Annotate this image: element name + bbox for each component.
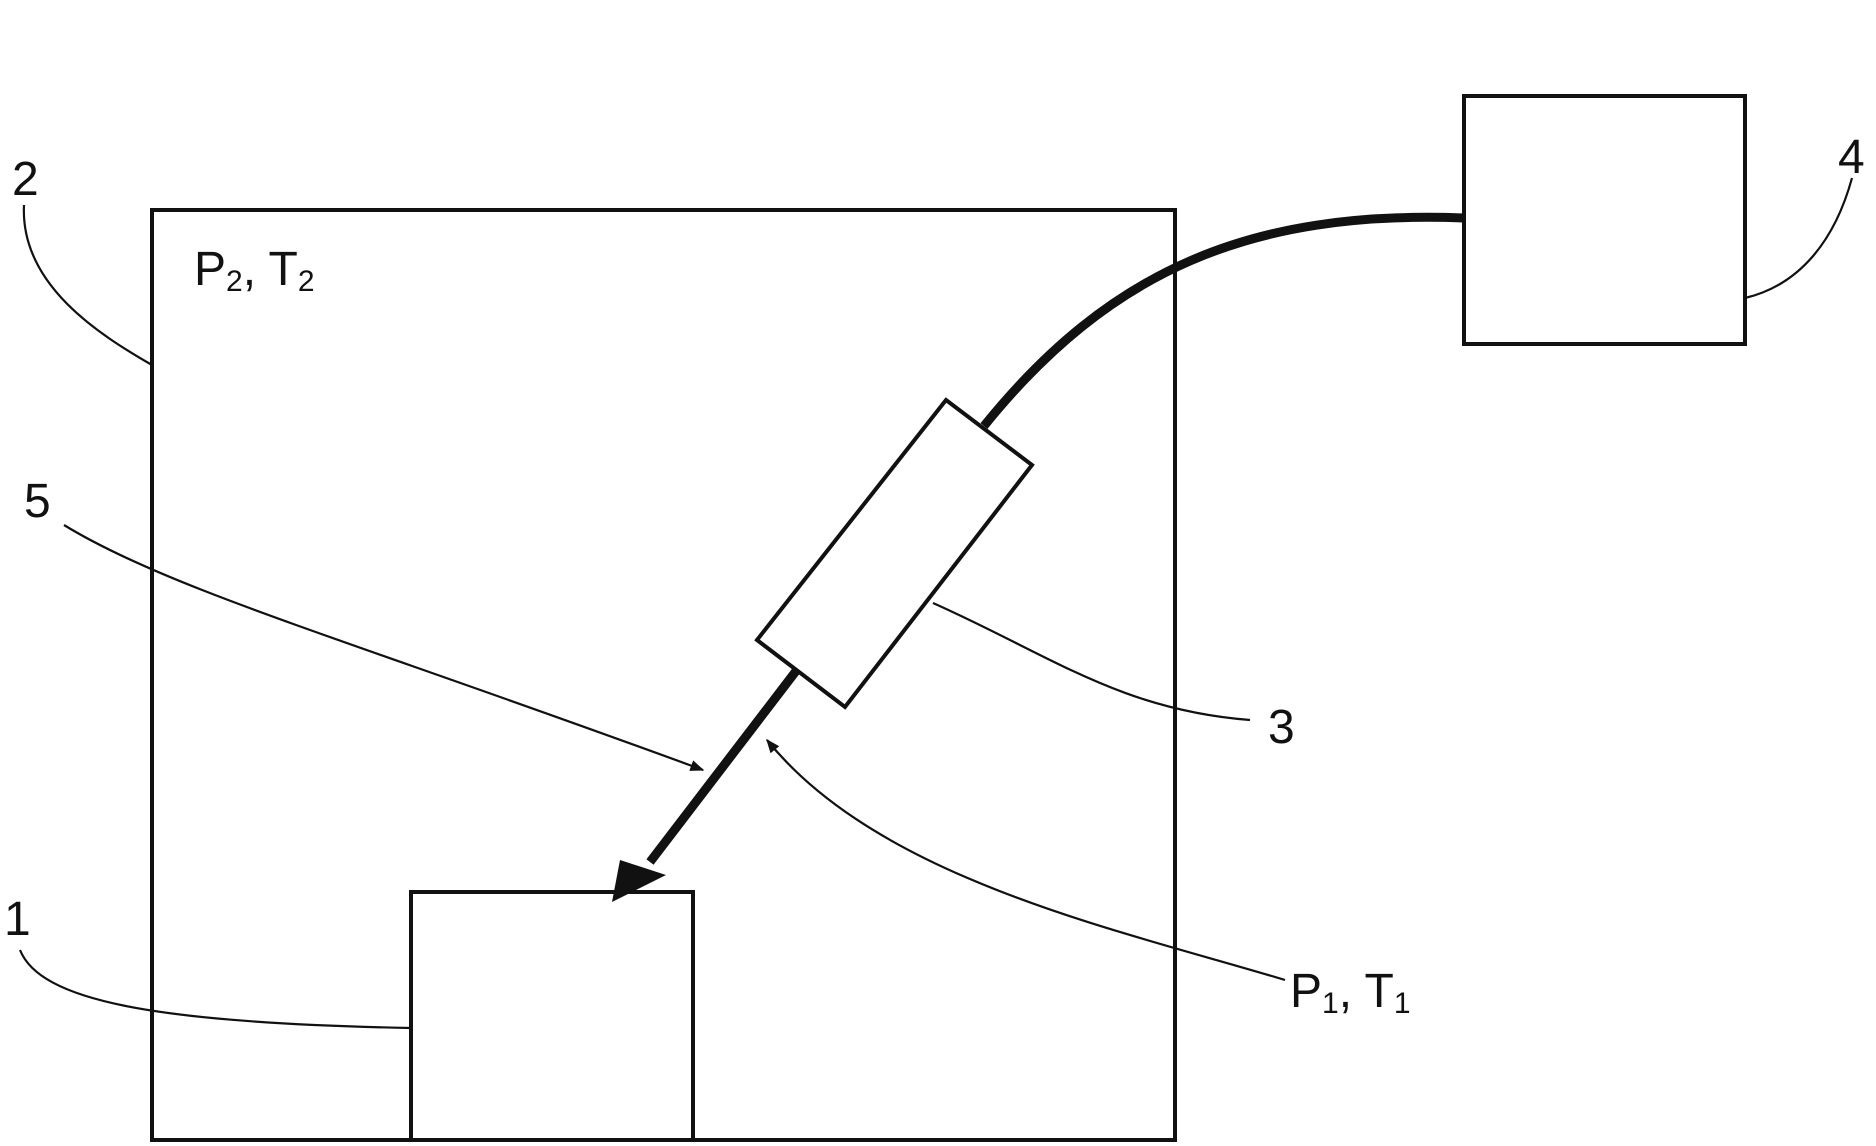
reference-numeral-4: 4 <box>1838 134 1865 182</box>
leader-arrow-p1t1 <box>767 740 1285 980</box>
leader-arrow-5 <box>64 525 703 770</box>
reference-numeral-5: 5 <box>24 478 51 526</box>
reference-numeral-2: 2 <box>12 156 39 204</box>
workpiece-box <box>411 892 693 1140</box>
jet-stream <box>650 671 796 862</box>
chamber-condition-label: P2, T2 <box>194 246 315 297</box>
leader-line-3 <box>933 603 1250 720</box>
supply-hose <box>984 217 1464 426</box>
reference-numeral-3: 3 <box>1268 704 1295 752</box>
pressure-symbol: P <box>1290 965 1322 1018</box>
leader-line-4 <box>1745 178 1852 298</box>
nozzle-body <box>757 400 1032 707</box>
pressure-symbol: P <box>194 243 226 296</box>
temperature-subscript: 2 <box>298 265 315 298</box>
separator: , <box>243 243 269 296</box>
leader-line-1 <box>20 950 411 1028</box>
temperature-symbol: T <box>1365 965 1394 1018</box>
separator: , <box>1339 965 1365 1018</box>
supply-unit-box <box>1464 96 1745 344</box>
reference-numeral-1: 1 <box>4 896 31 944</box>
jet-condition-label: P1, T1 <box>1290 968 1411 1019</box>
temperature-subscript: 1 <box>1394 987 1411 1020</box>
pressure-subscript: 2 <box>226 265 243 298</box>
pressure-subscript: 1 <box>1322 987 1339 1020</box>
leader-line-2 <box>24 205 152 365</box>
temperature-symbol: T <box>269 243 298 296</box>
